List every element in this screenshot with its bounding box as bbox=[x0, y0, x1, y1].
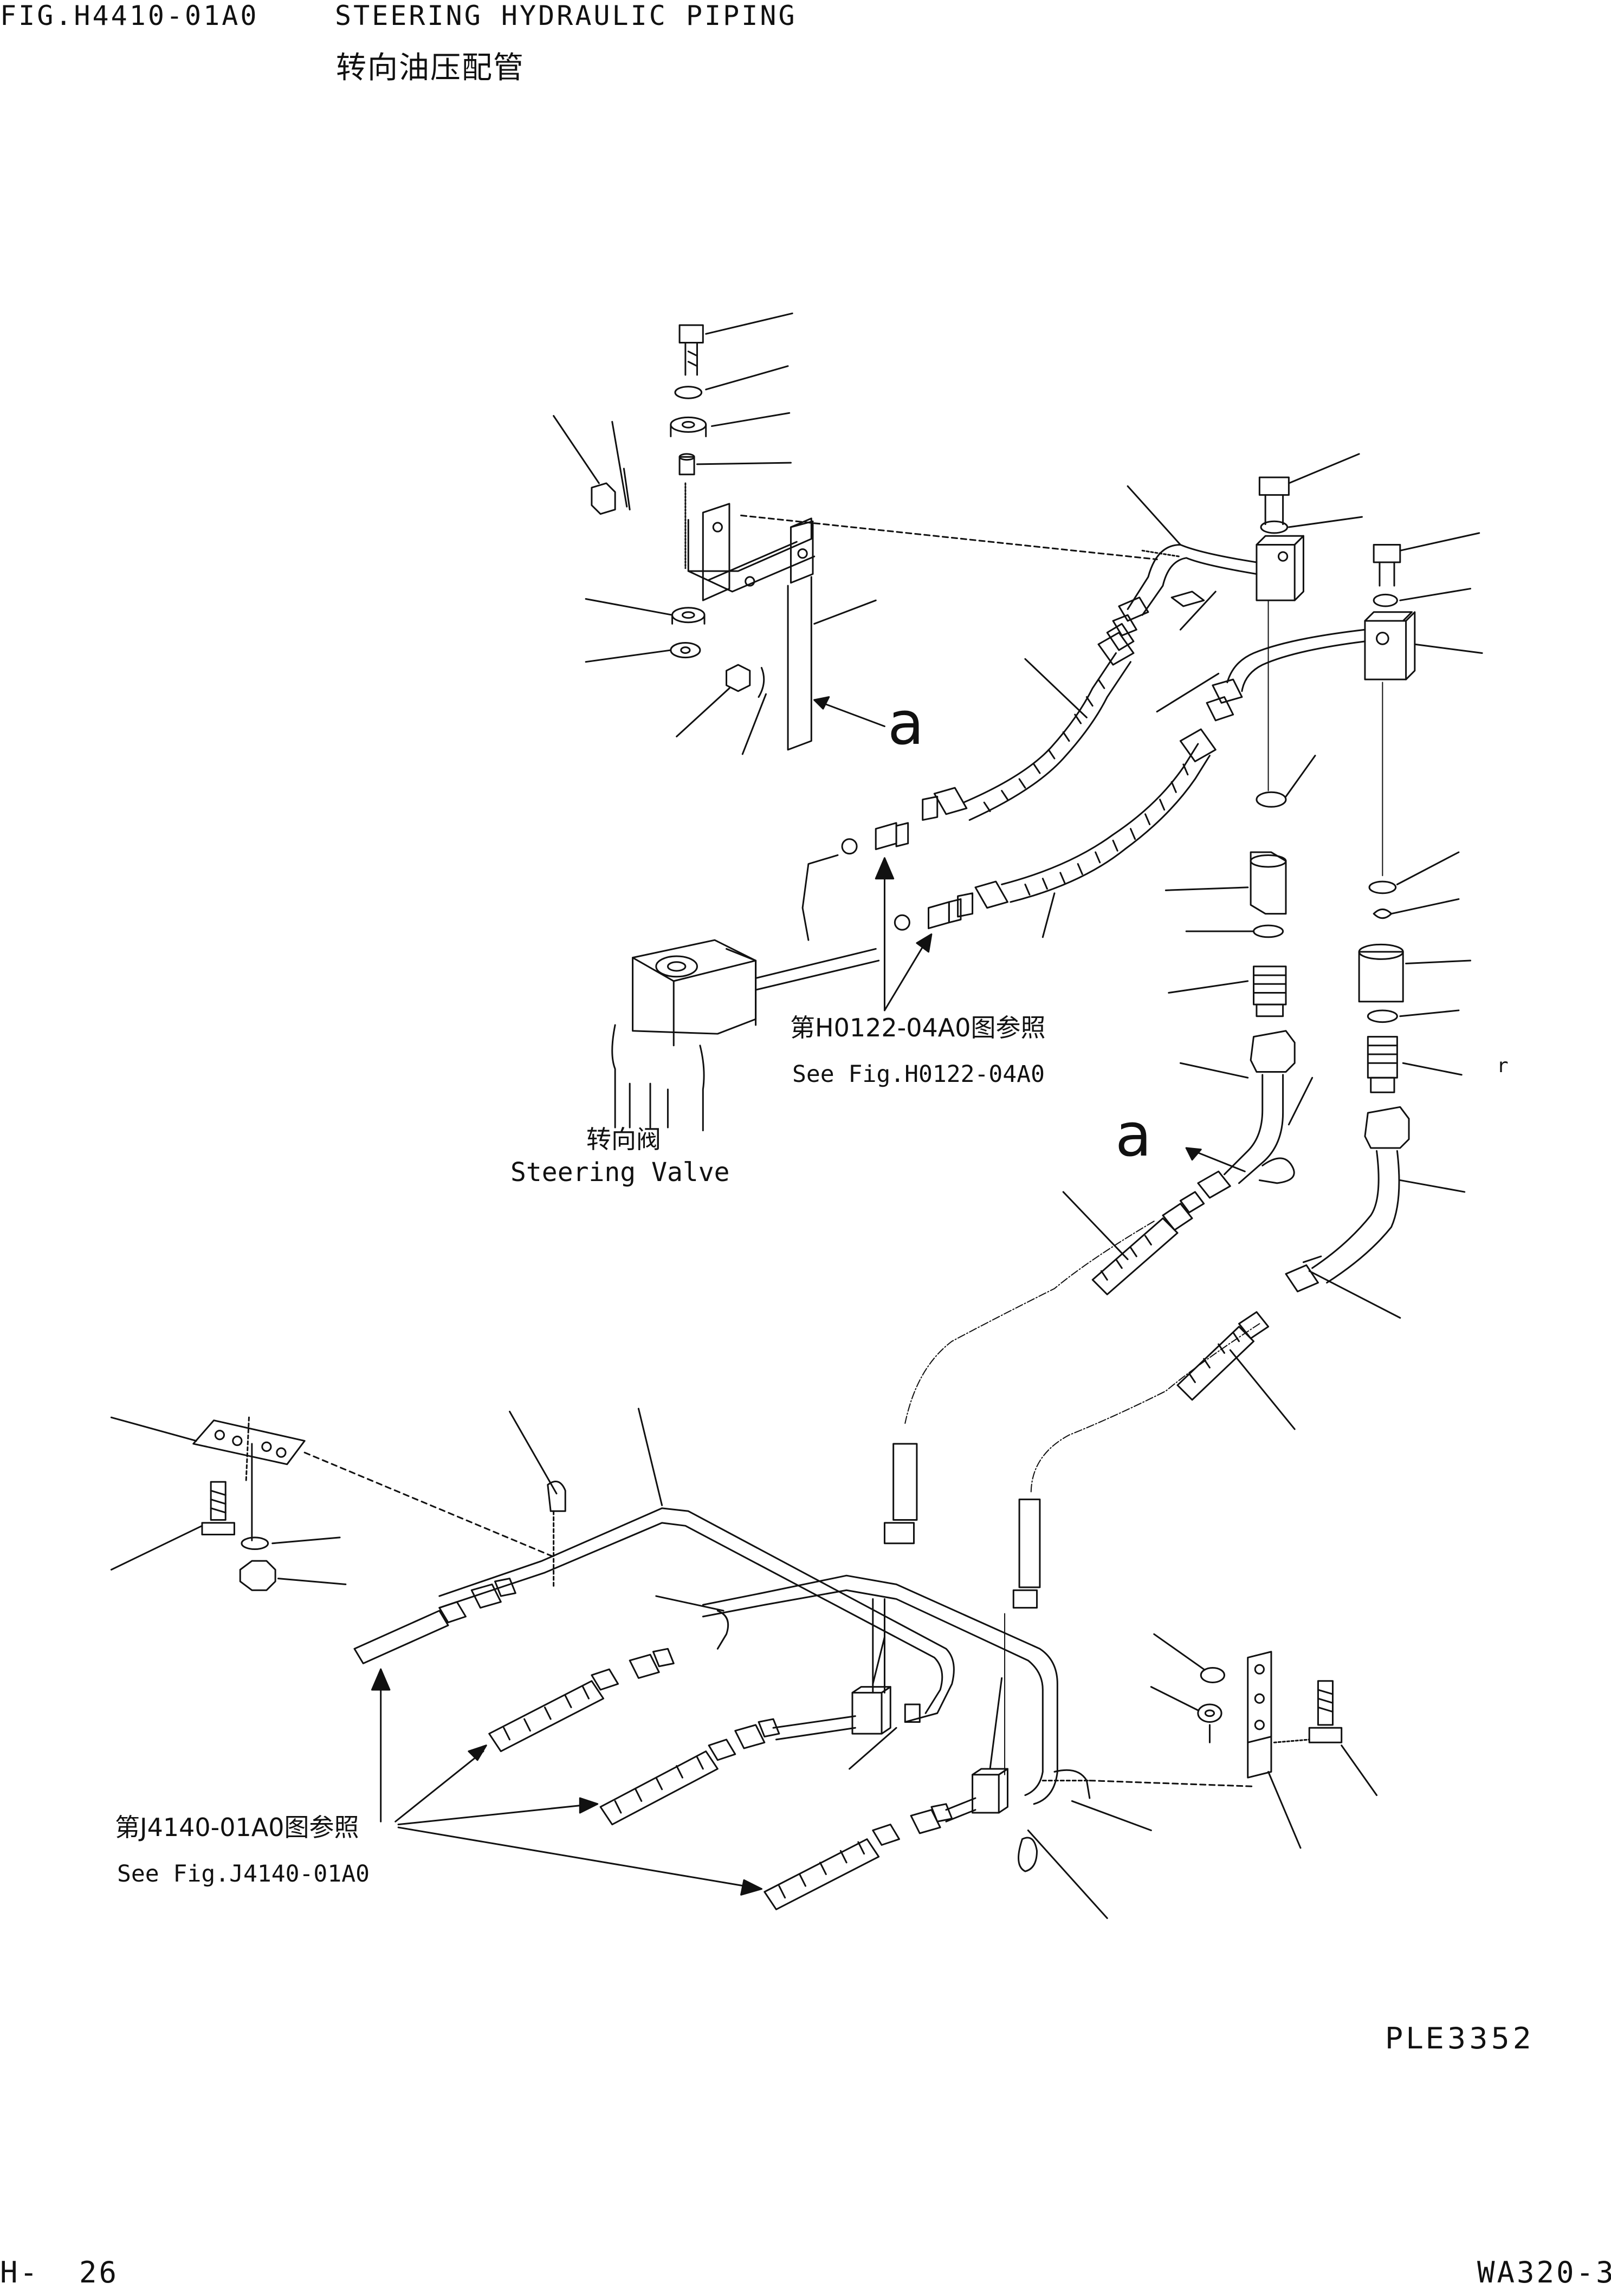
drawing-code: PLE3352 bbox=[1385, 2021, 1535, 2055]
long-pipe-runs bbox=[905, 1221, 1259, 1494]
view-mark-a-top: a bbox=[888, 689, 924, 758]
steering-valve-cn: 转向阀 bbox=[586, 1125, 661, 1154]
ref-h0122-en: See Fig.H0122-04A0 bbox=[792, 1061, 1045, 1088]
page-number: H- 26 bbox=[0, 2255, 119, 2289]
reference-arrows-h0122 bbox=[876, 858, 931, 1010]
ref-j4140-en: See Fig.J4140-01A0 bbox=[117, 1860, 370, 1888]
lower-pipe-network bbox=[439, 1409, 1254, 1918]
hose-upper bbox=[842, 624, 1134, 853]
steering-valve-en: Steering Valve bbox=[510, 1157, 730, 1188]
steering-valve bbox=[612, 855, 879, 1130]
view-mark-a-mid: a bbox=[1115, 1100, 1152, 1170]
vertical-stack-left bbox=[1166, 756, 1315, 1198]
reference-arrows-j4140 bbox=[372, 1669, 761, 1895]
vertical-stack-right bbox=[1286, 852, 1471, 1318]
figure-title-cn: 转向油压配管 bbox=[336, 50, 525, 86]
lower-right-bracket bbox=[1151, 1634, 1376, 1848]
ref-h0122-cn: 第H0122-04A0图参照 bbox=[790, 1013, 1046, 1042]
figure-number: FIG.H4410-01A0 bbox=[0, 0, 259, 31]
upper-right-fittings bbox=[1113, 454, 1482, 875]
figure-title-en: STEERING HYDRAULIC PIPING bbox=[335, 0, 797, 31]
lower-hoses bbox=[354, 1579, 975, 1910]
ref-j4140-cn: 第J4140-01A0图参照 bbox=[115, 1813, 359, 1842]
lower-left-plate bbox=[111, 1417, 557, 1590]
hose-sections-mid bbox=[884, 1192, 1295, 1608]
model-number: WA320-3 bbox=[1477, 2255, 1611, 2289]
hose-lower bbox=[895, 729, 1215, 937]
bracket-assembly-top bbox=[554, 313, 1157, 754]
stray-mark: r bbox=[1497, 1055, 1509, 1077]
